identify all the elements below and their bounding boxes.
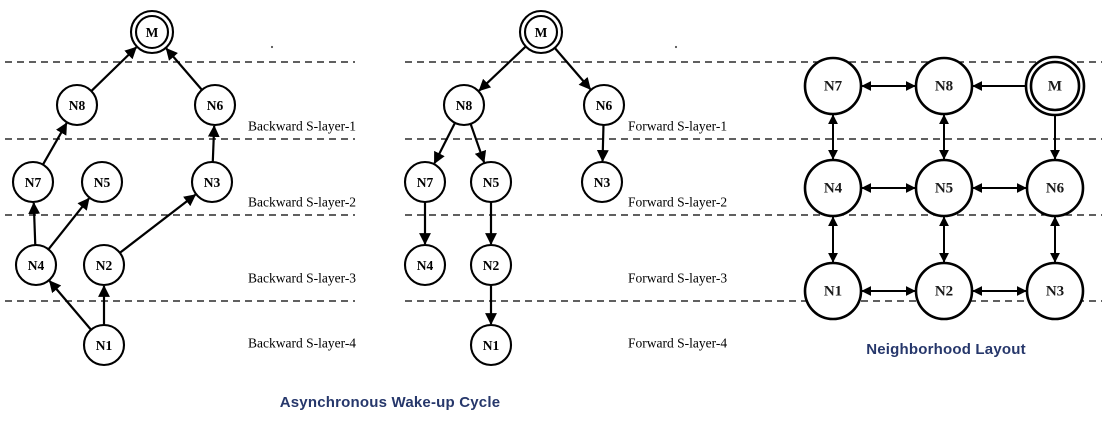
forward-node-n2 — [469, 243, 513, 287]
forward-layer-label-4: Forward S-layer-4 — [628, 336, 727, 351]
backward-layer-label-2: Backward S-layer-2 — [248, 195, 356, 210]
backward-node-n4 — [14, 243, 58, 287]
backward-node-n7 — [11, 160, 55, 204]
backward-node-n6 — [193, 83, 237, 127]
grid-node-label-n4: N4 — [824, 181, 843, 197]
forward-node-n1 — [469, 323, 513, 367]
forward-edge-n8-to-n7 — [433, 122, 456, 165]
forward-node-n6 — [582, 83, 626, 127]
forward-node-n4 — [403, 243, 447, 287]
forward-node-m — [523, 14, 559, 50]
forward-node-label-n7: N7 — [417, 175, 434, 190]
grid-node-label-n2: N2 — [935, 284, 953, 300]
backward-edge-n4-to-n7 — [28, 202, 41, 245]
forward-layer-lines — [405, 61, 1102, 302]
backward-layer-label-1: Backward S-layer-1 — [248, 119, 356, 134]
backward-layer-label-4: Backward S-layer-4 — [248, 336, 356, 351]
backward-edge-n4-to-n5 — [47, 197, 90, 250]
forward-node-n3 — [580, 160, 624, 204]
forward-node-n7 — [403, 160, 447, 204]
backward-edge-n8-to-m — [90, 46, 138, 92]
forward-layer-label-3: Forward S-layer-3 — [628, 271, 727, 286]
grid-node-n1 — [803, 261, 863, 321]
backward-node-label-n6: N6 — [207, 98, 224, 113]
backward-layer-label-3: Backward S-layer-3 — [248, 271, 356, 286]
backward-node-n5 — [80, 160, 124, 204]
forward-node-label-n5: N5 — [483, 175, 500, 190]
backward-node-n2 — [82, 243, 126, 287]
caption-neighborhood-layout: Neighborhood Layout — [866, 341, 1026, 358]
backward-node-m — [134, 14, 170, 50]
forward-node-label-n4: N4 — [417, 258, 434, 273]
grid-node-n6 — [1025, 158, 1085, 218]
backward-layer-lines — [5, 61, 355, 302]
grid-node-label-n5: N5 — [935, 181, 953, 197]
grid-node-label-n1: N1 — [824, 284, 842, 300]
forward-node-label-n3: N3 — [594, 175, 611, 190]
forward-node-label-m: M — [535, 25, 548, 40]
backward-node-label-n5: N5 — [94, 175, 111, 190]
backward-node-n8 — [55, 83, 99, 127]
forward-node-label-n1: N1 — [483, 338, 500, 353]
grid-node-n7 — [803, 56, 863, 116]
forward-layer-label-2: Forward S-layer-2 — [628, 195, 727, 210]
grid-node-n5 — [914, 158, 974, 218]
grid-node-label-n7: N7 — [824, 79, 843, 95]
forward-node-label-n8: N8 — [456, 98, 473, 113]
grid-node-n8 — [914, 56, 974, 116]
backward-node-label-n2: N2 — [96, 258, 113, 273]
forward-node-label-n2: N2 — [483, 258, 500, 273]
backward-edge-n2-to-n3 — [119, 193, 197, 254]
backward-edges — [28, 46, 220, 331]
backward-node-n1 — [82, 323, 126, 367]
backward-node-label-n7: N7 — [25, 175, 42, 190]
grid-node-label-n6: N6 — [1046, 181, 1065, 197]
caption-asynchronous-wake-up-cycle: Asynchronous Wake-up Cycle — [279, 394, 501, 411]
forward-layer-label-1: Forward S-layer-1 — [628, 119, 727, 134]
speck-dot-left — [270, 45, 274, 49]
forward-node-label-n6: N6 — [596, 98, 613, 113]
backward-node-n3 — [190, 160, 234, 204]
forward-edge-m-to-n8 — [478, 45, 527, 92]
backward-edge-n3-to-n6 — [207, 125, 220, 162]
backward-node-label-n4: N4 — [28, 258, 45, 273]
forward-edge-n6-to-n3 — [596, 125, 609, 162]
backward-edge-n7-to-n8 — [42, 122, 68, 165]
forward-edge-n8-to-n5 — [469, 123, 487, 164]
forward-node-n8 — [442, 83, 486, 127]
forward-edge-m-to-n6 — [554, 47, 592, 90]
backward-node-label-n3: N3 — [204, 175, 221, 190]
grid-node-label-n8: N8 — [935, 79, 953, 95]
grid-node-n2 — [914, 261, 974, 321]
forward-node-n5 — [469, 160, 513, 204]
grid-node-n4 — [803, 158, 863, 218]
backward-edge-n6-to-m — [165, 47, 203, 91]
speck-dot-right — [674, 45, 678, 49]
grid-node-m — [1029, 60, 1081, 112]
backward-node-label-n8: N8 — [69, 98, 86, 113]
grid-node-label-m: M — [1048, 79, 1062, 95]
backward-edge-n1-to-n4 — [48, 280, 92, 331]
forward-edges — [419, 45, 609, 325]
backward-node-label-m: M — [146, 25, 159, 40]
grid-node-n3 — [1025, 261, 1085, 321]
neighborhood-edges — [828, 81, 1060, 296]
grid-node-label-n3: N3 — [1046, 284, 1064, 300]
backward-node-label-n1: N1 — [96, 338, 113, 353]
